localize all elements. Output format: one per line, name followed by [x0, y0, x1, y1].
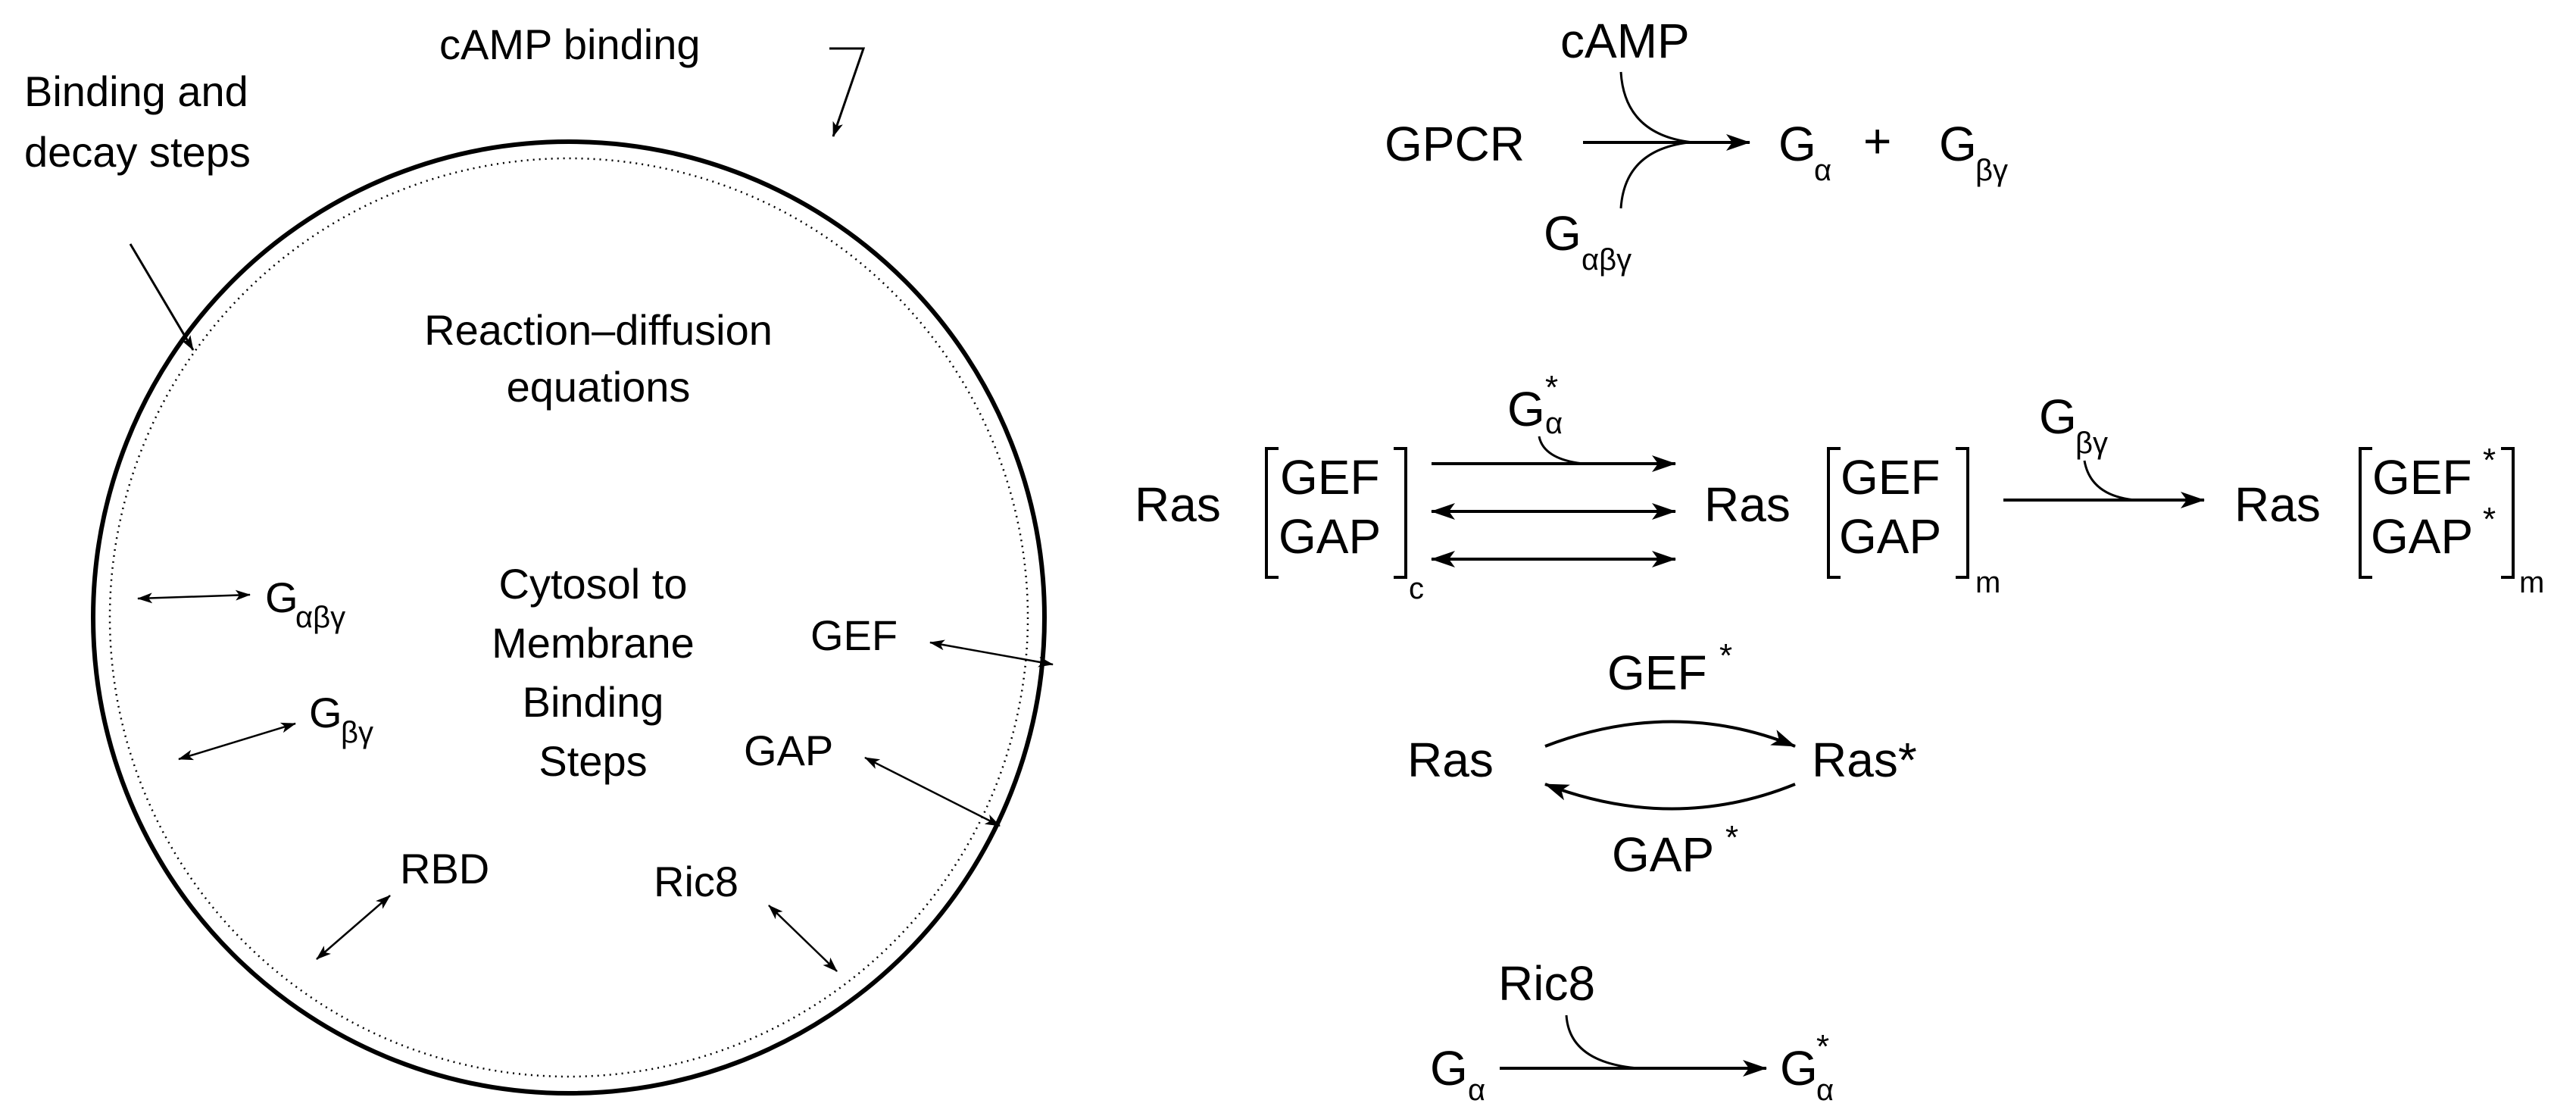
r1-g-bg: G [1939, 117, 1977, 171]
r2-gef-2: GEF [1841, 450, 1941, 505]
r2-gap-3-star: * [2483, 501, 2496, 538]
r3-deactivation-arc [1544, 783, 1796, 811]
cell-diagram: cAMP binding Binding and decay steps Rea… [24, 20, 1054, 1096]
r2-bracket-left-3 [2359, 447, 2372, 579]
r2-galpha-star-sub: α [1545, 407, 1563, 440]
rbd-arrow [316, 895, 391, 960]
camp-binding-pointer [829, 47, 866, 137]
r2-gap-1: GAP [1279, 509, 1381, 564]
g-abg-arrow [137, 589, 251, 604]
r2-ras-1: Ras [1135, 477, 1221, 532]
binding-decay-pointer [129, 243, 195, 351]
r1-g-alpha: G [1778, 117, 1816, 171]
cell-membrane-inner [108, 157, 1029, 1078]
r2-bracket-right-1 [1394, 447, 1407, 579]
r1-plus: + [1863, 114, 1891, 168]
r2-c-subscript: c [1409, 572, 1424, 605]
r2-gef-3: GEF [2372, 450, 2472, 505]
r4-g-alpha: G [1430, 1041, 1468, 1096]
binding-decay-label-line1: Binding and [24, 67, 248, 115]
camp-binding-label: cAMP binding [439, 20, 701, 68]
r2-gap-2: GAP [1839, 509, 1941, 564]
reaction-diffusion-label-line1: Reaction–diffusion [424, 306, 773, 354]
r2-gbg: G [2039, 389, 2077, 444]
gef-arrow [929, 639, 1054, 667]
r2-gef-1: GEF [1280, 450, 1380, 505]
r1-gabg-curve [1619, 141, 1690, 209]
reaction-ras-gef-gap: Ras GEF GAP c G * α Ras GEF GAP m G βγ R… [1135, 369, 2544, 605]
r3-gef-star: GEF [1607, 646, 1707, 700]
cytosol-label-line1: Cytosol to [499, 560, 688, 608]
r2-bracket-left-1 [1265, 447, 1279, 579]
r4-star-sup: * [1816, 1028, 1829, 1065]
r2-bracket-right-3 [2501, 447, 2515, 579]
gap-label: GAP [744, 727, 833, 774]
cytosol-label-line3: Binding [523, 678, 664, 726]
r2-galpha-star: G [1507, 382, 1545, 436]
r2-gbg-curve [2083, 460, 2135, 502]
r3-ras-star: Ras* [1812, 733, 1917, 787]
r2-bracket-left-2 [1827, 447, 1841, 579]
r1-camp: cAMP [1560, 14, 1690, 68]
r4-ric8: Ric8 [1498, 956, 1595, 1011]
r2-ras-2: Ras [1704, 477, 1791, 532]
g-bg-subscript: βγ [341, 716, 373, 749]
g-abg-subscript: αβγ [295, 601, 345, 634]
g-bg-label: G [309, 689, 342, 736]
r2-gbg-subscript: βγ [2075, 427, 2108, 460]
r1-g-abg: G [1544, 206, 1582, 261]
cytosol-label-line4: Steps [539, 737, 647, 785]
r3-gap-star-sup: * [1725, 819, 1738, 856]
cytosol-label-line2: Membrane [492, 619, 695, 667]
r4-alpha-subscript: α [1468, 1074, 1485, 1107]
r4-star-sub: α [1816, 1074, 1834, 1107]
r1-bg-subscript: βγ [1975, 154, 2008, 187]
r1-abg-subscript: αβγ [1582, 243, 1631, 277]
gef-label: GEF [810, 611, 898, 659]
rbd-label: RBD [400, 845, 489, 892]
g-bg-arrow [178, 722, 296, 761]
ric8-label: Ric8 [654, 858, 738, 905]
gap-arrow [864, 756, 1001, 827]
r2-m-subscript-1: m [1975, 566, 2000, 599]
g-abg-label: G [265, 574, 298, 621]
r2-gef-3-star: * [2483, 442, 2496, 479]
r3-activation-arc [1544, 720, 1796, 748]
r2-gap-3: GAP [2371, 509, 2473, 564]
ric8-arrow [768, 905, 838, 972]
cell-membrane-outer [91, 139, 1047, 1096]
r3-gef-star-sup: * [1719, 637, 1732, 674]
r2-galpha-star-sup: * [1545, 369, 1558, 406]
r1-gpcr: GPCR [1385, 117, 1525, 171]
r4-g-alpha-star: G [1780, 1041, 1818, 1096]
r1-camp-curve [1619, 71, 1694, 144]
reaction-ras-cycle: GEF * Ras Ras* GAP * [1407, 637, 1917, 882]
reaction-gpcr-activation: cAMP GPCR G α + G βγ G αβγ [1385, 14, 2008, 277]
r4-ric8-curve [1565, 1014, 1638, 1070]
r2-galpha-curve [1538, 436, 1584, 465]
binding-decay-label-line2: decay steps [24, 128, 251, 176]
r3-ras: Ras [1407, 733, 1494, 787]
r2-bracket-right-2 [1956, 447, 1969, 579]
r1-alpha-subscript: α [1814, 154, 1831, 187]
r2-ras-3: Ras [2234, 477, 2321, 532]
r3-gap-star: GAP [1612, 827, 1714, 882]
reaction-diffusion-label-line2: equations [507, 363, 691, 411]
reaction-ric8-activation: Ric8 G α G * α [1430, 956, 1834, 1107]
r2-m-subscript-2: m [2519, 566, 2544, 599]
